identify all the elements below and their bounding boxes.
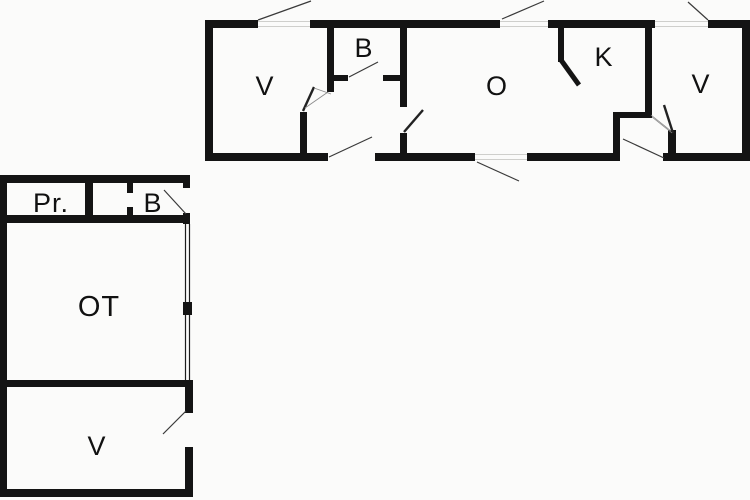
wall-hall-living-lower — [400, 133, 407, 161]
annex-wall-bath-divider-upper — [127, 183, 133, 193]
wall-kitchen-partition — [558, 28, 564, 62]
annex-door-bathroom-swing — [163, 189, 187, 215]
door-bedroom-east-leaf — [662, 104, 675, 134]
annex-wall-right-lower — [185, 447, 193, 497]
wall-top-a — [205, 20, 258, 28]
annex-interior-walls — [0, 183, 190, 387]
wall-right — [742, 20, 750, 161]
annex-windows — [184, 224, 191, 380]
window-living-north-marker — [501, 0, 545, 20]
door-bathroom-swing — [348, 61, 379, 78]
annex-wall-bath-divider-lower — [127, 207, 133, 215]
door-bedroom-east-swing2 — [651, 116, 673, 134]
annex-wall-right-mullion — [183, 302, 192, 315]
door-bedroom-west-leaf — [301, 86, 316, 112]
window-bedroom-east-marker — [687, 1, 709, 21]
wall-bottom-b — [375, 153, 475, 161]
wall-bath-south-left — [327, 75, 348, 81]
wall-top-d — [708, 20, 750, 28]
annex-doors — [162, 189, 187, 435]
wall-bottom-d — [663, 153, 750, 161]
door-rearhall-swing — [622, 138, 665, 159]
main-house: V B O K V — [205, 0, 750, 182]
wall-bedroom-east-stub — [668, 130, 676, 161]
annex-wall-left — [0, 175, 7, 497]
annex-door-bedroom-swing — [162, 410, 187, 435]
wall-hall-living-upper — [400, 28, 407, 107]
main-interior-walls — [300, 28, 676, 161]
room-label-bedroom-west: V — [255, 71, 274, 101]
wall-bedroom-bath — [327, 28, 334, 92]
door-living-leaf — [403, 109, 424, 133]
annex-wall-right-top-block — [183, 178, 190, 188]
wall-kitchen-bedroom — [645, 28, 652, 113]
wall-bath-south-right — [383, 75, 407, 81]
window-bedroom-west-marker — [257, 0, 312, 21]
room-label-bathroom-main: B — [354, 33, 373, 63]
room-label-bedroom-east: V — [691, 69, 710, 99]
wall-rearhall-left — [613, 118, 620, 161]
annex-wall-smallrooms-south — [0, 215, 190, 223]
annex-label-storage: Pr. — [33, 188, 69, 218]
annex-building: Pr. B OT V — [0, 175, 193, 497]
window-living-south-marker — [476, 161, 520, 182]
wall-left — [205, 20, 213, 161]
wall-bottom-a — [205, 153, 328, 161]
wall-top-b — [310, 20, 500, 28]
wall-bottom-c — [527, 153, 620, 161]
door-bedroom-west-swing1 — [313, 87, 332, 95]
annex-label-bathroom: B — [143, 188, 162, 218]
annex-wall-right-block3 — [185, 380, 193, 413]
annex-wall-top — [0, 175, 190, 183]
room-label-kitchen: K — [594, 42, 613, 72]
annex-wall-living-bedroom — [0, 380, 190, 387]
annex-label-living: OT — [78, 291, 120, 323]
annex-label-bedroom: V — [87, 431, 106, 461]
wall-bedroom-hall-lower — [300, 112, 307, 161]
room-label-living-main: O — [486, 71, 508, 101]
annex-wall-storage-divider — [85, 183, 93, 215]
annex-wall-bottom — [0, 489, 193, 497]
wall-kitchen-angled — [558, 58, 582, 87]
door-bedroom-west-swing2 — [304, 91, 329, 109]
door-entrance-swing — [328, 136, 373, 158]
main-exterior-walls — [205, 20, 750, 161]
wall-top-c — [548, 20, 655, 28]
door-bedroom-east-swing1 — [650, 114, 672, 132]
main-windows — [257, 0, 709, 182]
wall-rearhall-top — [613, 112, 652, 118]
main-doors — [301, 61, 675, 159]
